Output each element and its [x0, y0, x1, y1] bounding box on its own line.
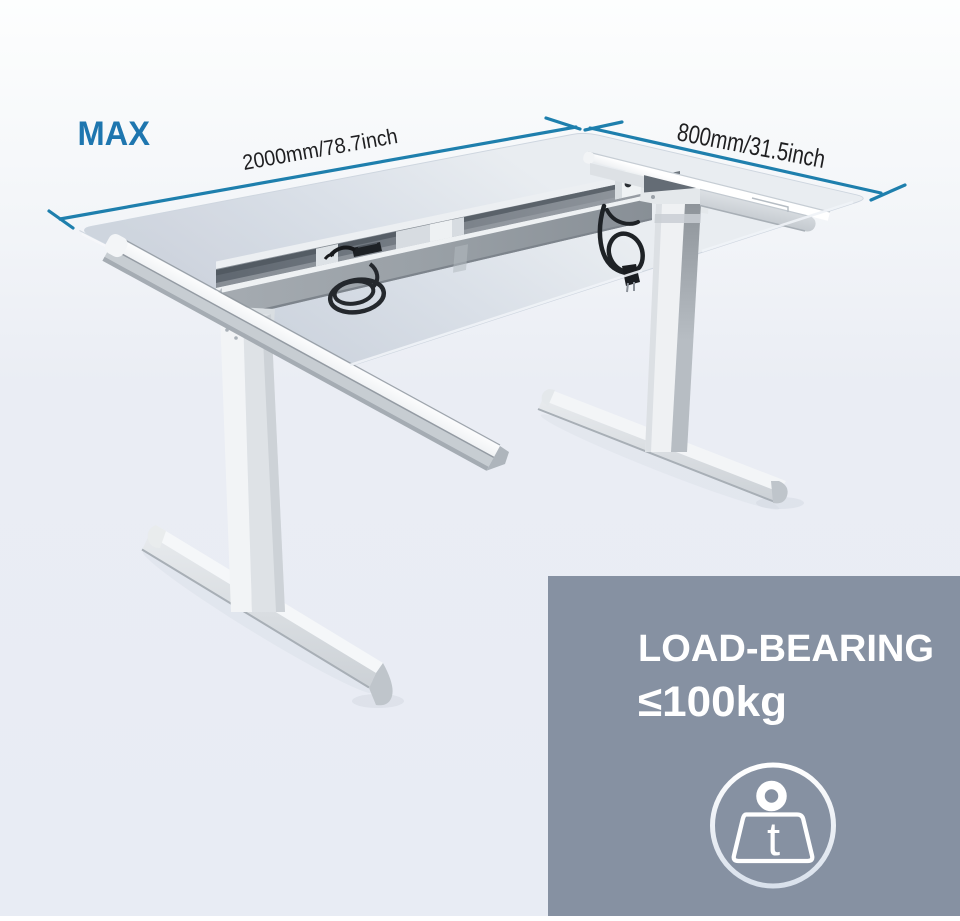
svg-text:LOAD-BEARING: LOAD-BEARING [638, 628, 934, 670]
svg-text:t: t [767, 812, 780, 865]
svg-text:≤100kg: ≤100kg [638, 678, 787, 726]
svg-text:MAX: MAX [78, 115, 151, 153]
